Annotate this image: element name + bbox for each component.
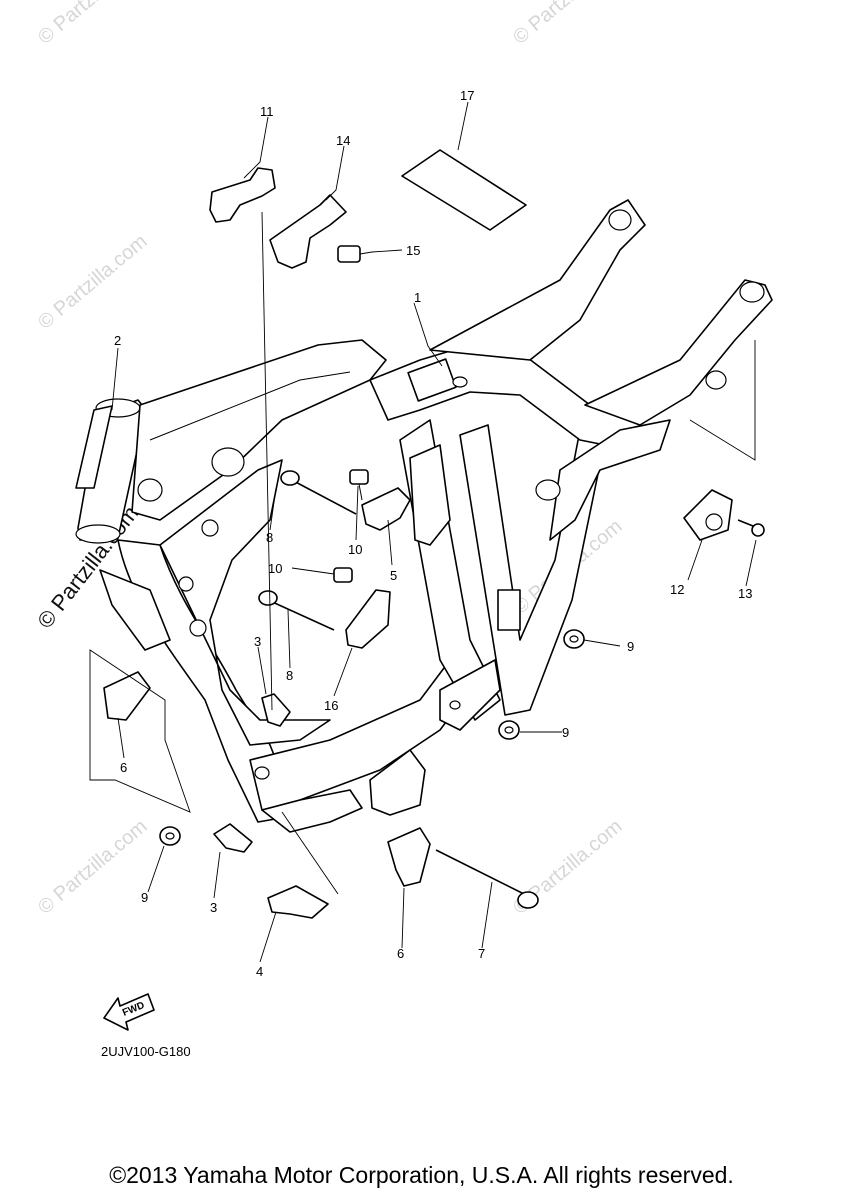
watermark: © Partzilla.com [34,230,151,333]
nut-part-9-middle[interactable] [498,720,520,740]
clamp-part-11[interactable] [209,167,276,223]
callout-4: 4 [256,964,263,979]
callout-9: 9 [562,725,569,740]
callout-2: 2 [114,333,121,348]
damper-part-12[interactable] [683,489,733,541]
callout-16: 16 [324,698,338,713]
callout-11: 11 [260,104,274,119]
callout-14: 14 [336,133,350,148]
bolt-part-10-upper[interactable] [349,469,369,501]
callout-3: 3 [210,900,217,915]
nut-part-9-left[interactable] [159,826,181,846]
copyright-notice: ©2013 Yamaha Motor Corporation, U.S.A. A… [109,1162,734,1188]
bracket-part-6-right[interactable] [387,827,431,887]
fwd-arrow-icon: FWD [103,993,155,1031]
label-part-17[interactable] [401,149,527,231]
callout-7: 7 [478,946,485,961]
decal-part-2[interactable] [75,405,113,489]
clip-part-4[interactable] [267,885,329,919]
leader-lines [89,101,757,963]
callout-1: 1 [414,290,421,305]
callout-12: 12 [670,582,684,597]
bolt-part-7[interactable] [435,849,539,909]
callout-10: 10 [268,561,282,576]
callout-8: 8 [266,530,273,545]
clamp-bracket-part-14[interactable] [269,194,347,269]
diagram-code: 2UJV100-G180 [101,1044,191,1059]
bolt-part-8-lower[interactable] [258,590,335,631]
callout-9: 9 [627,639,634,654]
clip-part-3-lower[interactable] [213,823,253,853]
callout-6: 6 [397,946,404,961]
screw-part-13[interactable] [737,519,765,537]
callout-5: 5 [390,568,397,583]
bracket-part-6-left[interactable] [103,671,151,721]
frame-part-1[interactable] [75,199,773,833]
callout-10: 10 [348,542,362,557]
callout-13: 13 [738,586,752,601]
callout-17: 17 [460,88,474,103]
nut-part-9-upper[interactable] [563,629,585,649]
watermark: © Partzilla.com [509,0,626,49]
bracket-part-16[interactable] [345,589,391,649]
callout-numbers: 1 2 3 3 4 5 6 6 7 8 8 9 9 9 10 10 11 12 … [114,88,752,979]
bracket-part-5[interactable] [361,487,411,531]
callout-6: 6 [120,760,127,775]
watermark: © Partzilla.com [34,0,151,49]
callout-15: 15 [406,243,420,258]
callout-9: 9 [141,890,148,905]
callout-8: 8 [286,668,293,683]
bolt-part-15[interactable] [337,245,373,263]
watermark: © Partzilla.com [34,815,151,918]
bolt-part-8-upper[interactable] [280,470,357,515]
bolt-part-10-lower[interactable] [333,567,353,583]
callout-3: 3 [254,634,261,649]
